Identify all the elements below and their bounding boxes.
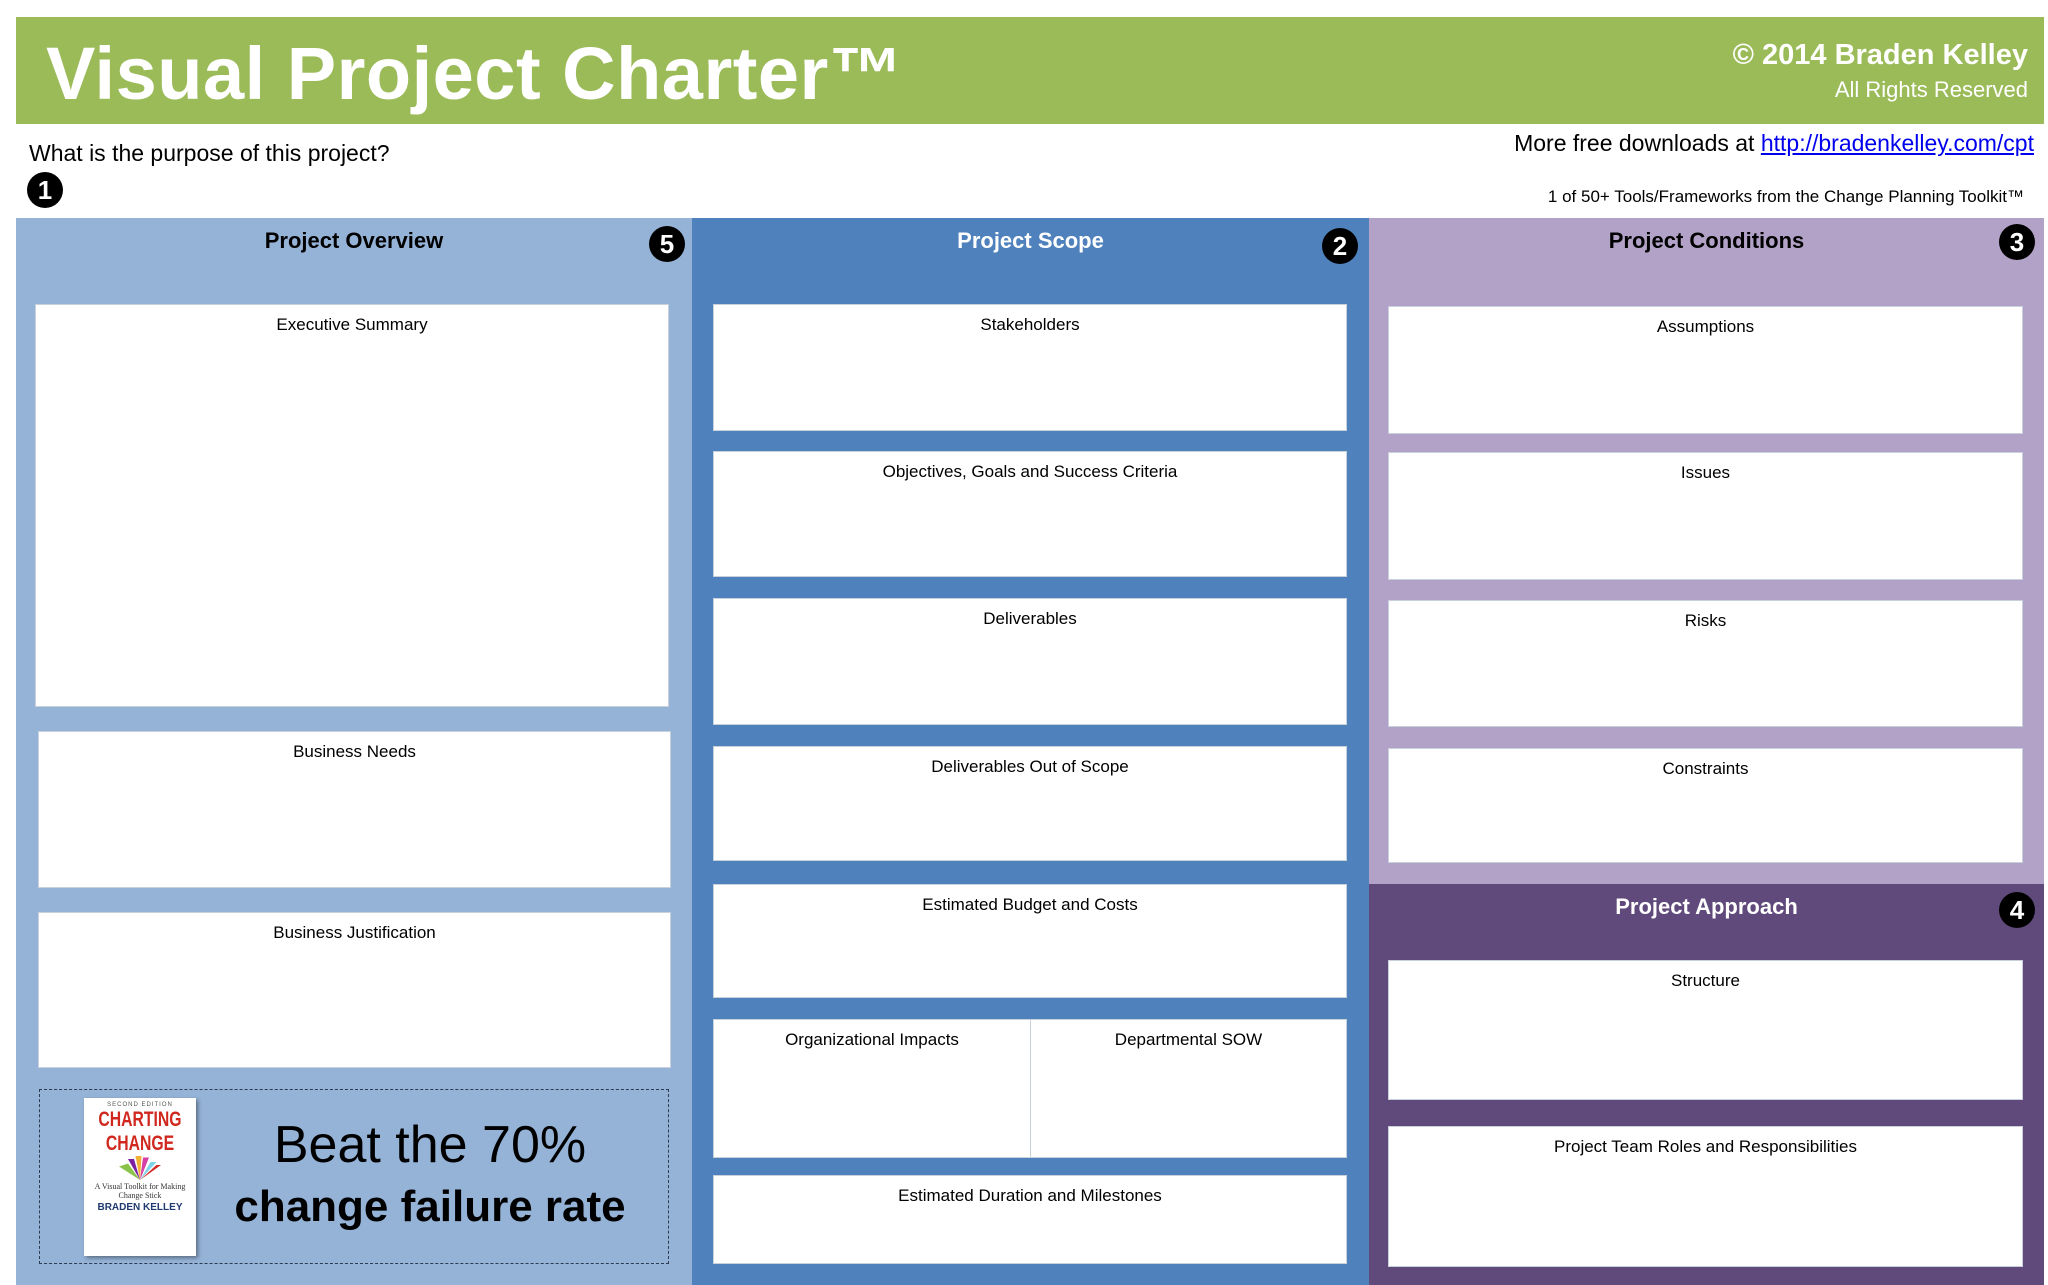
team-roles-box[interactable]: Project Team Roles and Responsibilities <box>1388 1126 2023 1267</box>
box-label: Assumptions <box>1656 317 1755 336</box>
book-subtitle: A Visual Toolkit for Making Change Stick <box>94 1182 186 1200</box>
downloads-note: More free downloads at http://bradenkell… <box>1514 130 2034 157</box>
box-label: Departmental SOW <box>1114 1030 1263 1049</box>
section-title: Project Overview <box>264 228 444 253</box>
deliverables-box[interactable]: Deliverables <box>713 598 1347 725</box>
duration-milestones-box[interactable]: Estimated Duration and Milestones <box>713 1175 1347 1264</box>
copyright: © 2014 Braden Kelley <box>1732 39 2028 71</box>
downloads-text: More free downloads at <box>1514 130 1761 156</box>
promo-headline: Beat the 70% <box>273 1116 587 1174</box>
organizational-impacts-box[interactable]: Organizational Impacts <box>713 1019 1031 1158</box>
box-label: Business Needs <box>293 742 416 761</box>
constraints-box[interactable]: Constraints <box>1388 748 2023 863</box>
business-justification-box[interactable]: Business Justification <box>38 912 671 1068</box>
stakeholders-box[interactable]: Stakeholders <box>713 304 1347 431</box>
step-number-4: 4 <box>1999 892 2035 928</box>
box-label: Issues <box>1680 463 1731 482</box>
section-title: Project Approach <box>1615 894 1798 919</box>
book-cover-image: SECOND EDITION CHARTING CHANGE A Visual … <box>84 1098 196 1256</box>
header-banner: Visual Project Charter™ © 2014 Braden Ke… <box>16 17 2044 124</box>
book-edition: SECOND EDITION <box>107 1102 173 1108</box>
box-label: Executive Summary <box>276 315 428 334</box>
rights-reserved: All Rights Reserved <box>1834 77 2028 102</box>
promo-subheadline: change failure rate <box>234 1182 626 1231</box>
deliverables-out-of-scope-box[interactable]: Deliverables Out of Scope <box>713 746 1347 861</box>
structure-box[interactable]: Structure <box>1388 960 2023 1100</box>
box-label: Constraints <box>1662 759 1749 778</box>
section-title: Project Conditions <box>1608 228 1805 253</box>
budget-box[interactable]: Estimated Budget and Costs <box>713 884 1347 998</box>
departmental-sow-box[interactable]: Departmental SOW <box>1030 1019 1347 1158</box>
box-label: Organizational Impacts <box>785 1030 959 1049</box>
section-title: Project Scope <box>957 228 1104 253</box>
purpose-question[interactable]: What is the purpose of this project? <box>29 140 390 166</box>
business-needs-box[interactable]: Business Needs <box>38 731 671 888</box>
executive-summary-box[interactable]: Executive Summary <box>35 304 669 707</box>
objectives-box[interactable]: Objectives, Goals and Success Criteria <box>713 451 1347 577</box>
box-label: Business Justification <box>273 923 436 942</box>
assumptions-box[interactable]: Assumptions <box>1388 306 2023 434</box>
box-label: Estimated Duration and Milestones <box>898 1186 1162 1205</box>
risks-box[interactable]: Risks <box>1388 600 2023 727</box>
box-label: Estimated Budget and Costs <box>922 895 1138 914</box>
step-number-3: 3 <box>1999 224 2035 260</box>
book-title-2: CHANGE <box>105 1132 175 1155</box>
step-number-2: 2 <box>1322 228 1358 264</box>
page-title: Visual Project Charter™ <box>46 32 904 115</box>
box-label: Deliverables Out of Scope <box>931 757 1129 776</box>
book-chart-logo-icon <box>119 1156 161 1180</box>
step-number-1: 1 <box>27 172 63 208</box>
book-author: BRADEN KELLEY <box>97 1202 183 1213</box>
box-label: Objectives, Goals and Success Criteria <box>882 462 1178 481</box>
box-label: Risks <box>1684 611 1727 630</box>
box-label: Stakeholders <box>980 315 1080 334</box>
toolkit-note: 1 of 50+ Tools/Frameworks from the Chang… <box>1547 187 2024 206</box>
book-promo-banner[interactable]: SECOND EDITION CHARTING CHANGE A Visual … <box>39 1089 669 1264</box>
downloads-link[interactable]: http://bradenkelley.com/cpt <box>1760 130 2034 156</box>
box-label: Project Team Roles and Responsibilities <box>1553 1137 1857 1156</box>
step-number-5: 5 <box>649 226 685 262</box>
book-title-1: CHARTING <box>98 1108 182 1131</box>
box-label: Structure <box>1671 971 1740 990</box>
box-label: Deliverables <box>983 609 1077 628</box>
issues-box[interactable]: Issues <box>1388 452 2023 580</box>
